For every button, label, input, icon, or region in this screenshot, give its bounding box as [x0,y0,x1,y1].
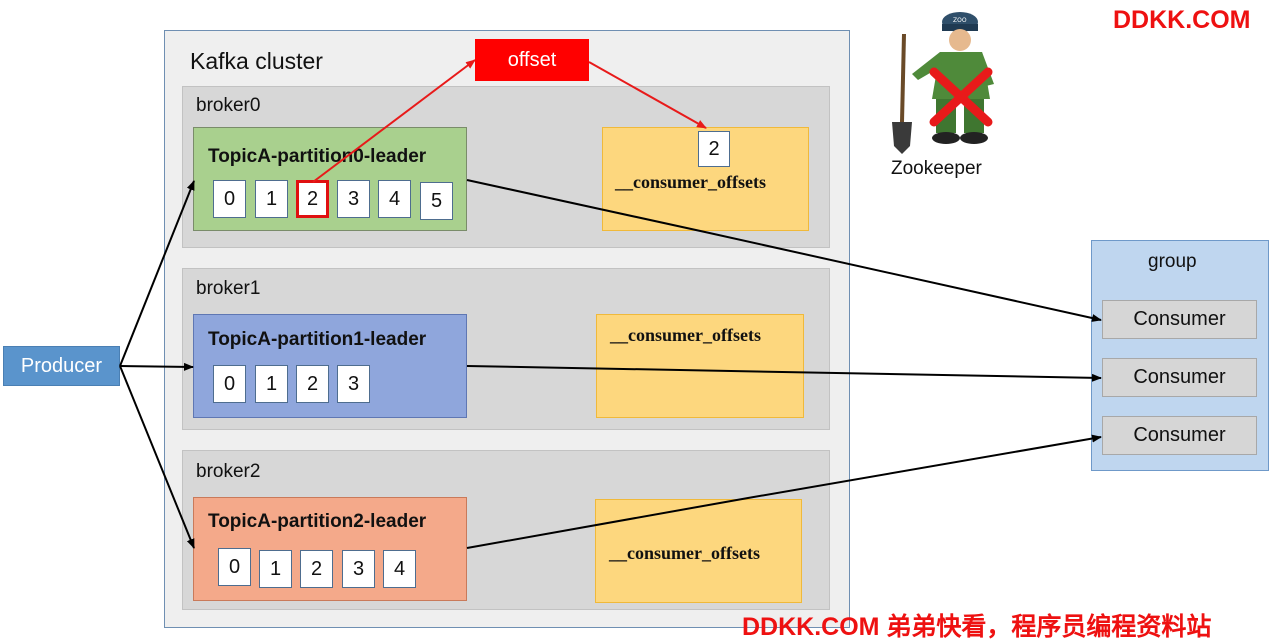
partition1-cell: 2 [296,365,329,403]
partition0-cell: 5 [420,182,453,220]
partition2-cell: 4 [383,550,416,588]
zookeeper-badge: ZOO [953,17,967,24]
partition1-cell: 3 [337,365,370,403]
partition1-title: TopicA-partition1-leader [208,329,427,350]
partition0-title: TopicA-partition0-leader [208,146,427,167]
partition2-cell: 0 [218,548,251,586]
consumer-box: Consumer [1102,416,1257,455]
partition0-cell: 0 [213,180,246,218]
partition2-cell: 2 [300,550,333,588]
partition2-title: TopicA-partition2-leader [208,511,427,532]
consumer-box: Consumer [1102,358,1257,397]
partition0-cell-highlighted: 2 [296,180,329,218]
offsets-value-cell: 2 [698,131,730,167]
partition1-cell: 1 [255,365,288,403]
cluster-title: Kafka cluster [190,48,323,74]
partition0-cell: 1 [255,180,288,218]
watermark-bottom: DDKK.COM 弟弟快看，程序员编程资料站 [742,613,1212,641]
broker1-offsets-label: __consumer_offsets [610,325,761,345]
partition0-cell: 3 [337,180,370,218]
watermark-top: DDKK.COM [1113,6,1251,34]
offset-tag: offset [475,39,589,81]
zookeeper-label: Zookeeper [891,158,982,179]
partition1-cell: 0 [213,365,246,403]
broker1-label: broker1 [196,278,261,299]
group-label: group [1148,251,1197,272]
broker0-offsets-label: __consumer_offsets [615,172,766,192]
partition0-cell: 4 [378,180,411,218]
broker2-offsets-label: __consumer_offsets [609,543,760,563]
consumer-box: Consumer [1102,300,1257,339]
zookeeper-keeper-icon: ZOO [892,12,994,154]
broker2-label: broker2 [196,461,261,482]
broker0-label: broker0 [196,95,261,116]
partition2-cell: 3 [342,550,375,588]
producer-box: Producer [3,346,120,386]
partition2-cell: 1 [259,550,292,588]
